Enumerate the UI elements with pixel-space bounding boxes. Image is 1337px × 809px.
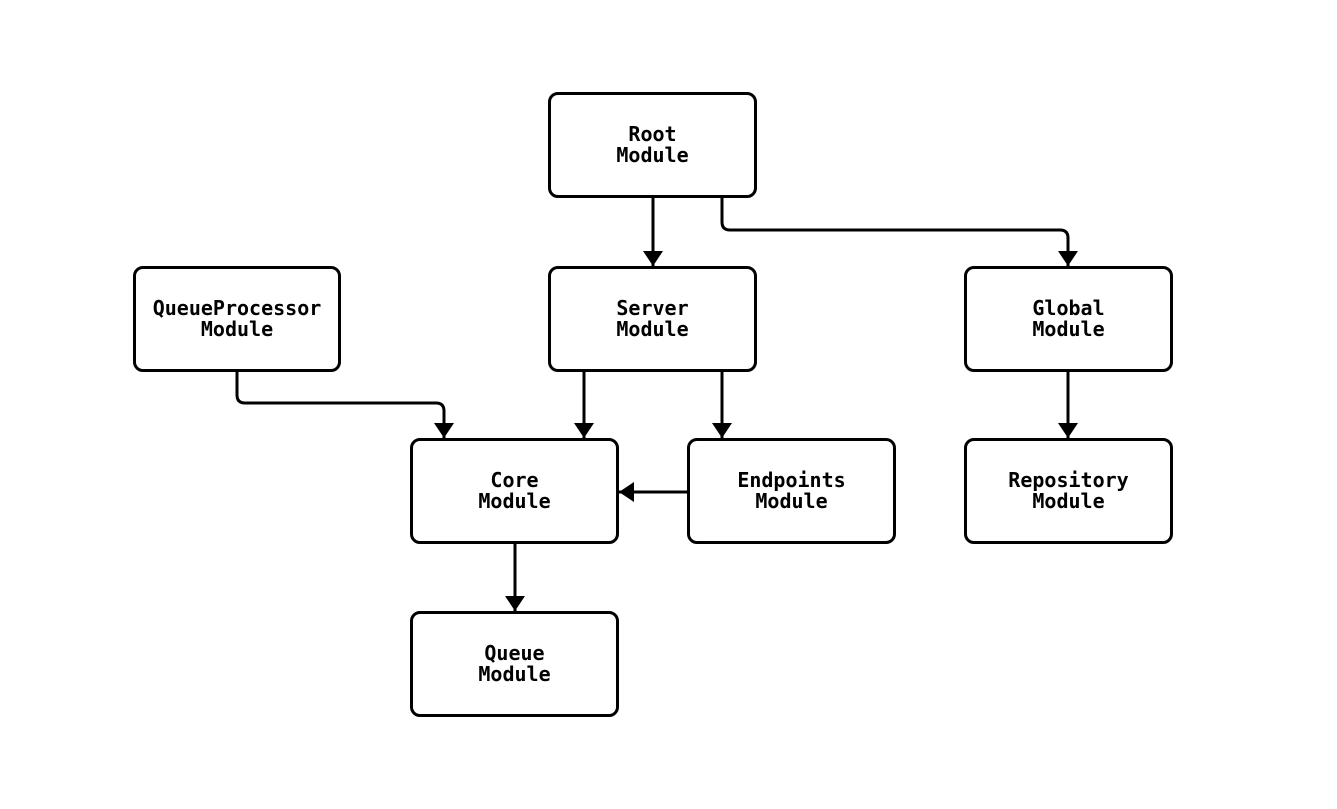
node-queueprocessor-module-label: QueueProcessor Module (152, 296, 322, 341)
node-global-module-label: Global Module (1032, 296, 1105, 341)
node-server-module-label: Server Module (616, 296, 689, 341)
node-core-module-label: Core Module (478, 468, 551, 513)
node-queue-module: Queue Module (410, 611, 619, 717)
node-root-module: Root Module (548, 92, 757, 198)
node-endpoints-module: Endpoints Module (687, 438, 896, 544)
node-core-module: Core Module (410, 438, 619, 544)
node-queue-module-label: Queue Module (478, 641, 551, 686)
node-server-module: Server Module (548, 266, 757, 372)
node-repository-module: Repository Module (964, 438, 1173, 544)
edge-root-to-global (720, 198, 1078, 266)
node-repository-module-label: Repository Module (1008, 468, 1129, 513)
node-endpoints-module-label: Endpoints Module (737, 468, 846, 513)
node-global-module: Global Module (964, 266, 1173, 372)
node-root-module-label: Root Module (616, 122, 689, 167)
node-queueprocessor-module: QueueProcessor Module (133, 266, 341, 372)
edge-queueprocessor-to-core (235, 372, 454, 438)
